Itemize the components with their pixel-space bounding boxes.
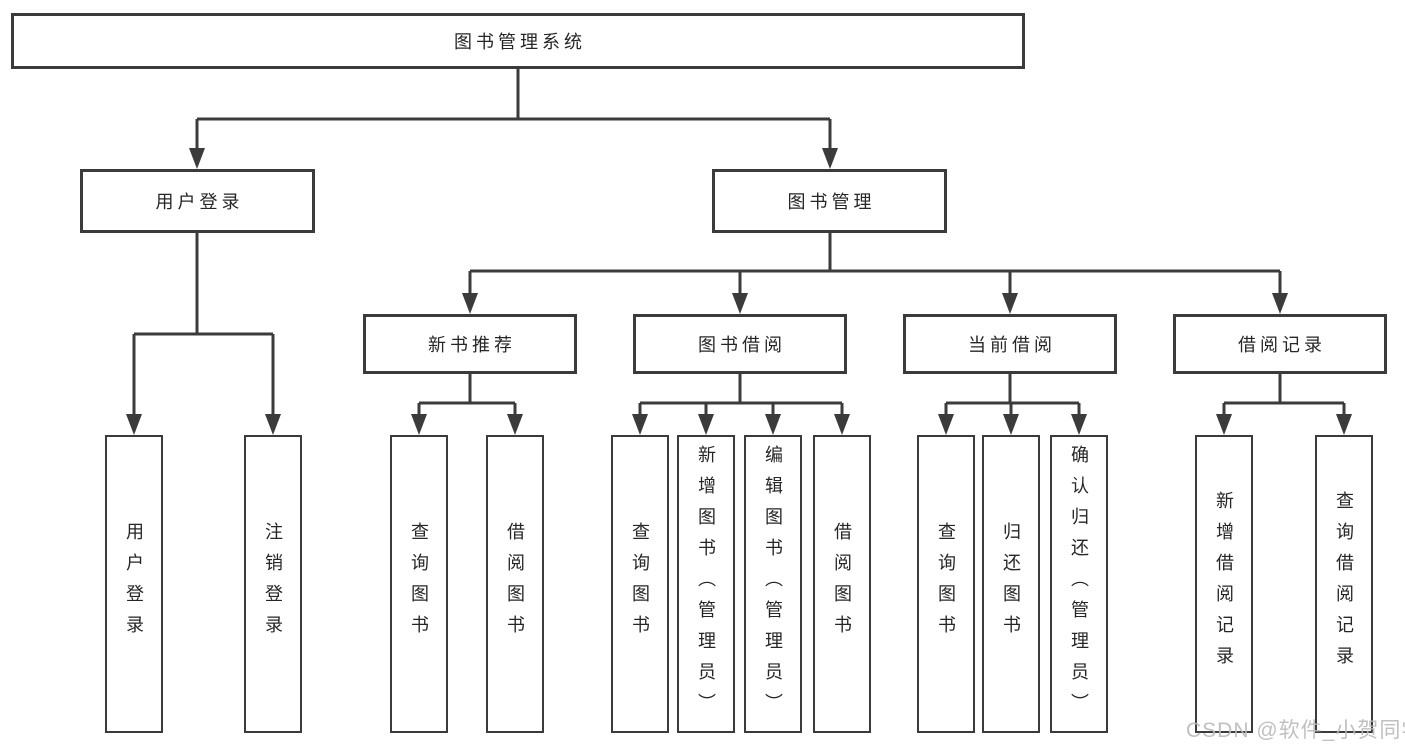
leaf-logout: 注销登录 xyxy=(244,435,302,733)
node-book-management: 图书管理 xyxy=(712,169,947,233)
leaf-add-borrow-record: 新增借阅记录 xyxy=(1195,435,1253,733)
leaf-query-books-current: 查询图书 xyxy=(917,435,975,733)
arrowhead-icons xyxy=(126,148,1352,435)
node-book-borrowing-label: 图书借阅 xyxy=(698,335,786,355)
leaf-user-login: 用户登录 xyxy=(105,435,163,733)
node-current-borrowing-label: 当前借阅 xyxy=(968,335,1056,355)
watermark: CSDN @软件_小贺同学 xyxy=(1186,719,1405,742)
leaf-return-book: 归还图书 xyxy=(982,435,1040,733)
leaf-query-borrow-record-label: 查询借阅记录 xyxy=(1334,491,1354,677)
leaf-confirm-return-admin-label: 确认归还（管理员） xyxy=(1069,444,1089,724)
leaf-borrow-books-recommend: 借阅图书 xyxy=(486,435,544,733)
node-borrow-records-label: 借阅记录 xyxy=(1238,335,1326,355)
leaf-user-login-label: 用户登录 xyxy=(124,522,144,646)
leaf-query-books-recommend-label: 查询图书 xyxy=(409,522,429,646)
leaf-query-books-current-label: 查询图书 xyxy=(936,522,956,646)
node-root-system: 图书管理系统 xyxy=(11,13,1025,69)
leaf-add-book-admin-label: 新增图书（管理员） xyxy=(696,444,716,724)
node-user-login: 用户登录 xyxy=(80,169,315,233)
node-book-borrowing: 图书借阅 xyxy=(633,314,847,374)
node-book-management-label: 图书管理 xyxy=(787,192,876,212)
leaf-query-borrow-record: 查询借阅记录 xyxy=(1315,435,1373,733)
leaf-add-book-admin: 新增图书（管理员） xyxy=(677,435,735,733)
leaf-logout-label: 注销登录 xyxy=(263,522,283,646)
leaf-query-books-borrowing-label: 查询图书 xyxy=(630,522,650,646)
node-borrow-records: 借阅记录 xyxy=(1173,314,1387,374)
leaf-return-book-label: 归还图书 xyxy=(1001,522,1021,646)
leaf-add-borrow-record-label: 新增借阅记录 xyxy=(1214,491,1234,677)
node-user-login-label: 用户登录 xyxy=(155,192,244,212)
node-current-borrowing: 当前借阅 xyxy=(903,314,1117,374)
leaf-query-books-recommend: 查询图书 xyxy=(390,435,448,733)
leaf-borrow-books-recommend-label: 借阅图书 xyxy=(505,522,525,646)
leaf-query-books-borrowing: 查询图书 xyxy=(611,435,669,733)
leaf-edit-book-admin-label: 编辑图书（管理员） xyxy=(763,444,783,724)
leaf-borrow-books-borrowing: 借阅图书 xyxy=(813,435,871,733)
leaf-borrow-books-borrowing-label: 借阅图书 xyxy=(832,522,852,646)
leaf-edit-book-admin: 编辑图书（管理员） xyxy=(744,435,802,733)
node-new-book-recommend: 新书推荐 xyxy=(363,314,577,374)
node-new-book-recommend-label: 新书推荐 xyxy=(428,335,516,355)
leaf-confirm-return-admin: 确认归还（管理员） xyxy=(1050,435,1108,733)
node-root-system-label: 图书管理系统 xyxy=(454,32,586,52)
